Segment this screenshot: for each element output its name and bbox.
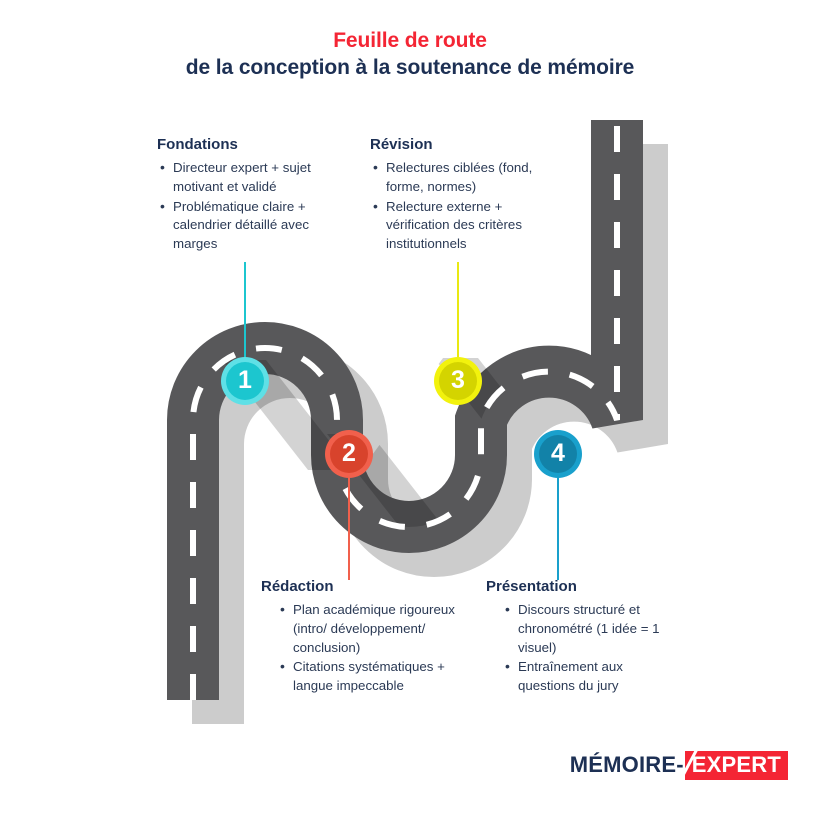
step-items-4: Discours structuré et chronométré (1 idé… xyxy=(502,600,676,696)
logo-badge: EXPERT xyxy=(678,748,788,781)
stem-step-4 xyxy=(557,470,559,580)
step-items-1: Directeur expert + sujet motivant et val… xyxy=(157,158,343,255)
list-item: Problématique claire + calendrier détail… xyxy=(157,197,343,255)
step-number-1: 1 xyxy=(238,366,252,394)
list-item: Relectures ciblées (fond, forme, normes) xyxy=(370,158,556,197)
stem-step-3 xyxy=(457,262,459,372)
title-line-secondary: de la conception à la soutenance de mémo… xyxy=(185,55,635,79)
step-number-3: 3 xyxy=(451,366,465,394)
logo-text-right: EXPERT xyxy=(691,751,781,777)
step-block-presentation: Présentation Discours structuré et chron… xyxy=(486,578,676,697)
list-item: Relecture externe + vérification des cri… xyxy=(370,197,556,255)
brand-logo: MÉMOIRE- EXPERT xyxy=(569,748,788,781)
step-number-4: 4 xyxy=(551,439,565,467)
list-item: Directeur expert + sujet motivant et val… xyxy=(157,158,343,197)
step-marker-3[interactable]: 3 xyxy=(434,357,482,405)
step-marker-2-inner: 2 xyxy=(330,435,368,473)
list-item: Citations systématiques + langue impecca… xyxy=(277,657,457,696)
step-number-2: 2 xyxy=(342,439,356,467)
step-title-2: Rédaction xyxy=(261,578,334,595)
step-marker-2[interactable]: 2 xyxy=(325,430,373,478)
stem-step-2 xyxy=(348,470,350,580)
step-marker-1[interactable]: 1 xyxy=(221,357,269,405)
title-line-primary: Feuille de route xyxy=(333,29,487,52)
step-items-2: Plan académique rigoureux (intro/ dévelo… xyxy=(277,600,457,696)
step-marker-4[interactable]: 4 xyxy=(534,430,582,478)
list-item: Plan académique rigoureux (intro/ dévelo… xyxy=(277,600,457,658)
step-block-redaction: Rédaction Plan académique rigoureux (int… xyxy=(261,578,457,697)
list-item: Entraînement aux questions du jury xyxy=(502,657,676,696)
step-title-3: Révision xyxy=(370,136,433,153)
step-marker-1-inner: 1 xyxy=(226,362,264,400)
step-marker-4-inner: 4 xyxy=(539,435,577,473)
step-block-fondations: Fondations Directeur expert + sujet moti… xyxy=(157,136,343,255)
list-item: Discours structuré et chronométré (1 idé… xyxy=(502,600,676,658)
page-title: Feuille de route de la conception à la s… xyxy=(0,28,820,82)
step-title-1: Fondations xyxy=(157,136,238,153)
logo-text-left: MÉMOIRE- xyxy=(569,752,684,777)
step-title-4: Présentation xyxy=(486,578,577,595)
step-items-3: Relectures ciblées (fond, forme, normes)… xyxy=(370,158,556,255)
step-marker-3-inner: 3 xyxy=(439,362,477,400)
stem-step-1 xyxy=(244,262,246,372)
step-block-revision: Révision Relectures ciblées (fond, forme… xyxy=(370,136,556,255)
